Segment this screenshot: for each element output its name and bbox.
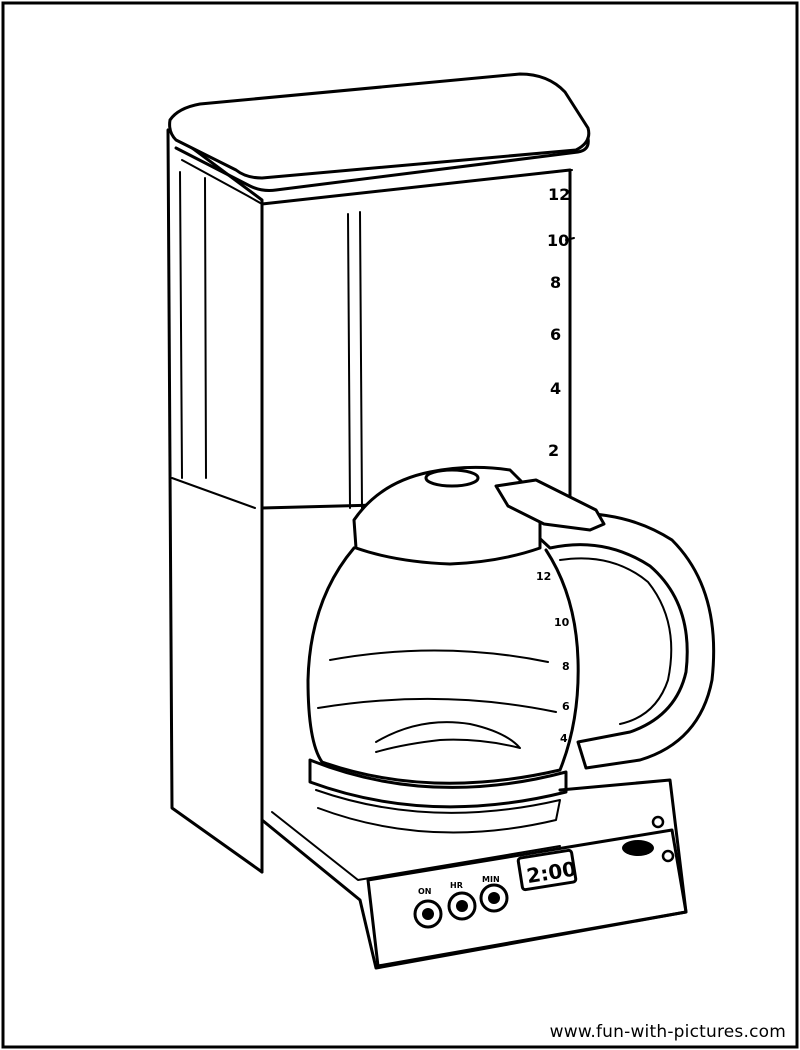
carafe-base-ring <box>308 758 568 809</box>
button-label-on: ON <box>418 887 432 896</box>
reservoir-divider-2 <box>359 211 363 509</box>
lid-front-edge <box>174 136 590 192</box>
warming-plate <box>271 811 561 881</box>
carafe-handle <box>518 511 716 770</box>
gauge-tick-label: 12 <box>548 185 570 204</box>
body-left-side <box>166 128 264 874</box>
indicator-light-top <box>651 815 665 829</box>
water-gauge: 12 10 8 6 4 2 <box>547 185 575 460</box>
carafe-spout <box>494 478 606 532</box>
clock-display <box>516 848 578 892</box>
carafe-base-ring-2 <box>315 789 561 834</box>
carafe-mark: 12 <box>536 570 551 583</box>
gauge-tick-mark <box>565 237 575 241</box>
carafe-glass-ring-upper <box>329 649 549 663</box>
carafe-mark: 10 <box>554 616 570 629</box>
control-panel: 2:00 ON HR MIN <box>413 815 675 929</box>
button-label-min: MIN <box>482 875 500 884</box>
brand-badge <box>622 840 654 856</box>
minute-button[interactable] <box>479 883 509 913</box>
indicator-light-bottom <box>661 849 675 863</box>
gauge-tick-label: 8 <box>550 273 561 292</box>
on-button[interactable] <box>413 899 443 929</box>
gauge-tick-label: 6 <box>550 325 561 344</box>
reservoir-divider <box>347 213 351 509</box>
carafe-lid-knob <box>424 468 480 488</box>
button-label-hr: HR <box>450 881 463 890</box>
carafe-glass <box>306 546 580 785</box>
lid-top <box>168 72 591 180</box>
carafe-handle-inner <box>559 557 673 725</box>
body-left-reservoir-line <box>171 477 256 509</box>
carafe: 12 10 8 6 4 <box>306 465 716 834</box>
gauge-tick-label: 10 <box>547 231 569 250</box>
hour-button[interactable] <box>447 891 477 921</box>
carafe-mark: 4 <box>560 732 568 745</box>
site-credit: www.fun-with-pictures.com <box>549 1022 786 1042</box>
gauge-tick-label: 2 <box>548 441 559 460</box>
carafe-mark: 8 <box>562 660 570 673</box>
carafe-mark: 6 <box>562 700 570 713</box>
gauge-tick-label: 4 <box>550 379 561 398</box>
base-plate <box>260 778 688 970</box>
carafe-lid <box>352 465 542 566</box>
base-front-face <box>366 828 688 968</box>
reservoir-front <box>260 168 572 510</box>
body-left-inner-edge <box>179 171 183 479</box>
carafe-glass-ring-lower <box>317 697 557 713</box>
body-left-seam <box>204 177 207 479</box>
coffee-maker: 12 10 8 6 4 2 <box>166 72 716 970</box>
carafe-inner-swirl <box>375 721 521 753</box>
